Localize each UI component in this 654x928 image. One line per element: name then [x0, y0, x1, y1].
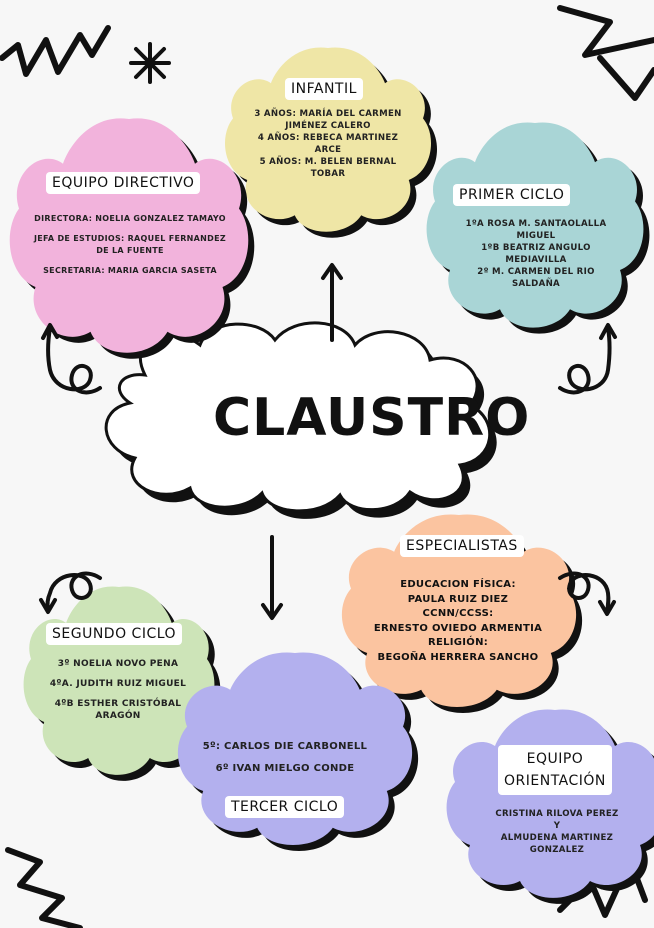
arrow-to-tercer-ciclo: [261, 535, 283, 620]
label-equipo-orientacion: EQUIPO ORIENTACIÓN: [498, 745, 612, 795]
text-primer-ciclo: 1ºA ROSA M. SANTAOLALLA MIGUEL 1ºB BEATR…: [465, 219, 607, 289]
text-tercer-ciclo: 5º: CARLOS DIE CARBONELL 6º IVAN MIELGO …: [202, 741, 368, 774]
arrow-to-equipo-directivo: [41, 323, 102, 395]
arrow-to-primer-ciclo: [558, 323, 617, 395]
arrow-to-equipo-orientacion: [558, 571, 616, 616]
label-tercer-ciclo: TERCER CICLO: [225, 796, 345, 818]
decor-zigzag-bottom-left: [5, 847, 83, 928]
decor-zigzag-top-right: [557, 5, 654, 101]
text-equipo-orientacion: CRISTINA RILOVA PEREZ Y ALMUDENA MARTINE…: [495, 809, 619, 855]
text-segundo-ciclo: 3º NOELIA NOVO PENA 4ºA. JUDITH RUIZ MIG…: [49, 659, 187, 721]
label-infantil: INFANTIL: [285, 78, 363, 100]
central-cloud: [104, 321, 497, 519]
text-especialistas: EDUCACION FÍSICA: PAULA RUIZ DIEZ CCNN/C…: [373, 579, 543, 663]
decor-zigzag-top-left: [0, 25, 111, 77]
label-primer-ciclo: PRIMER CICLO: [453, 184, 571, 206]
label-equipo-directivo: EQUIPO DIRECTIVO: [46, 172, 201, 194]
arrow-to-infantil: [321, 263, 343, 342]
text-equipo-directivo: DIRECTORA: NOELIA GONZALEZ TAMAYO JEFA D…: [34, 214, 226, 275]
arrow-to-segundo-ciclo: [39, 571, 102, 614]
flower-equipo-orientacion: [446, 709, 654, 904]
center-title: CLAUSTRO: [213, 388, 531, 448]
asterisk-icon: [129, 42, 171, 84]
text-infantil: 3 AÑOS: MARÍA DEL CARMEN JIMÉNEZ CALERO …: [254, 109, 402, 179]
label-especialistas: ESPECIALISTAS: [400, 535, 524, 557]
label-segundo-ciclo: SEGUNDO CICLO: [46, 623, 183, 645]
